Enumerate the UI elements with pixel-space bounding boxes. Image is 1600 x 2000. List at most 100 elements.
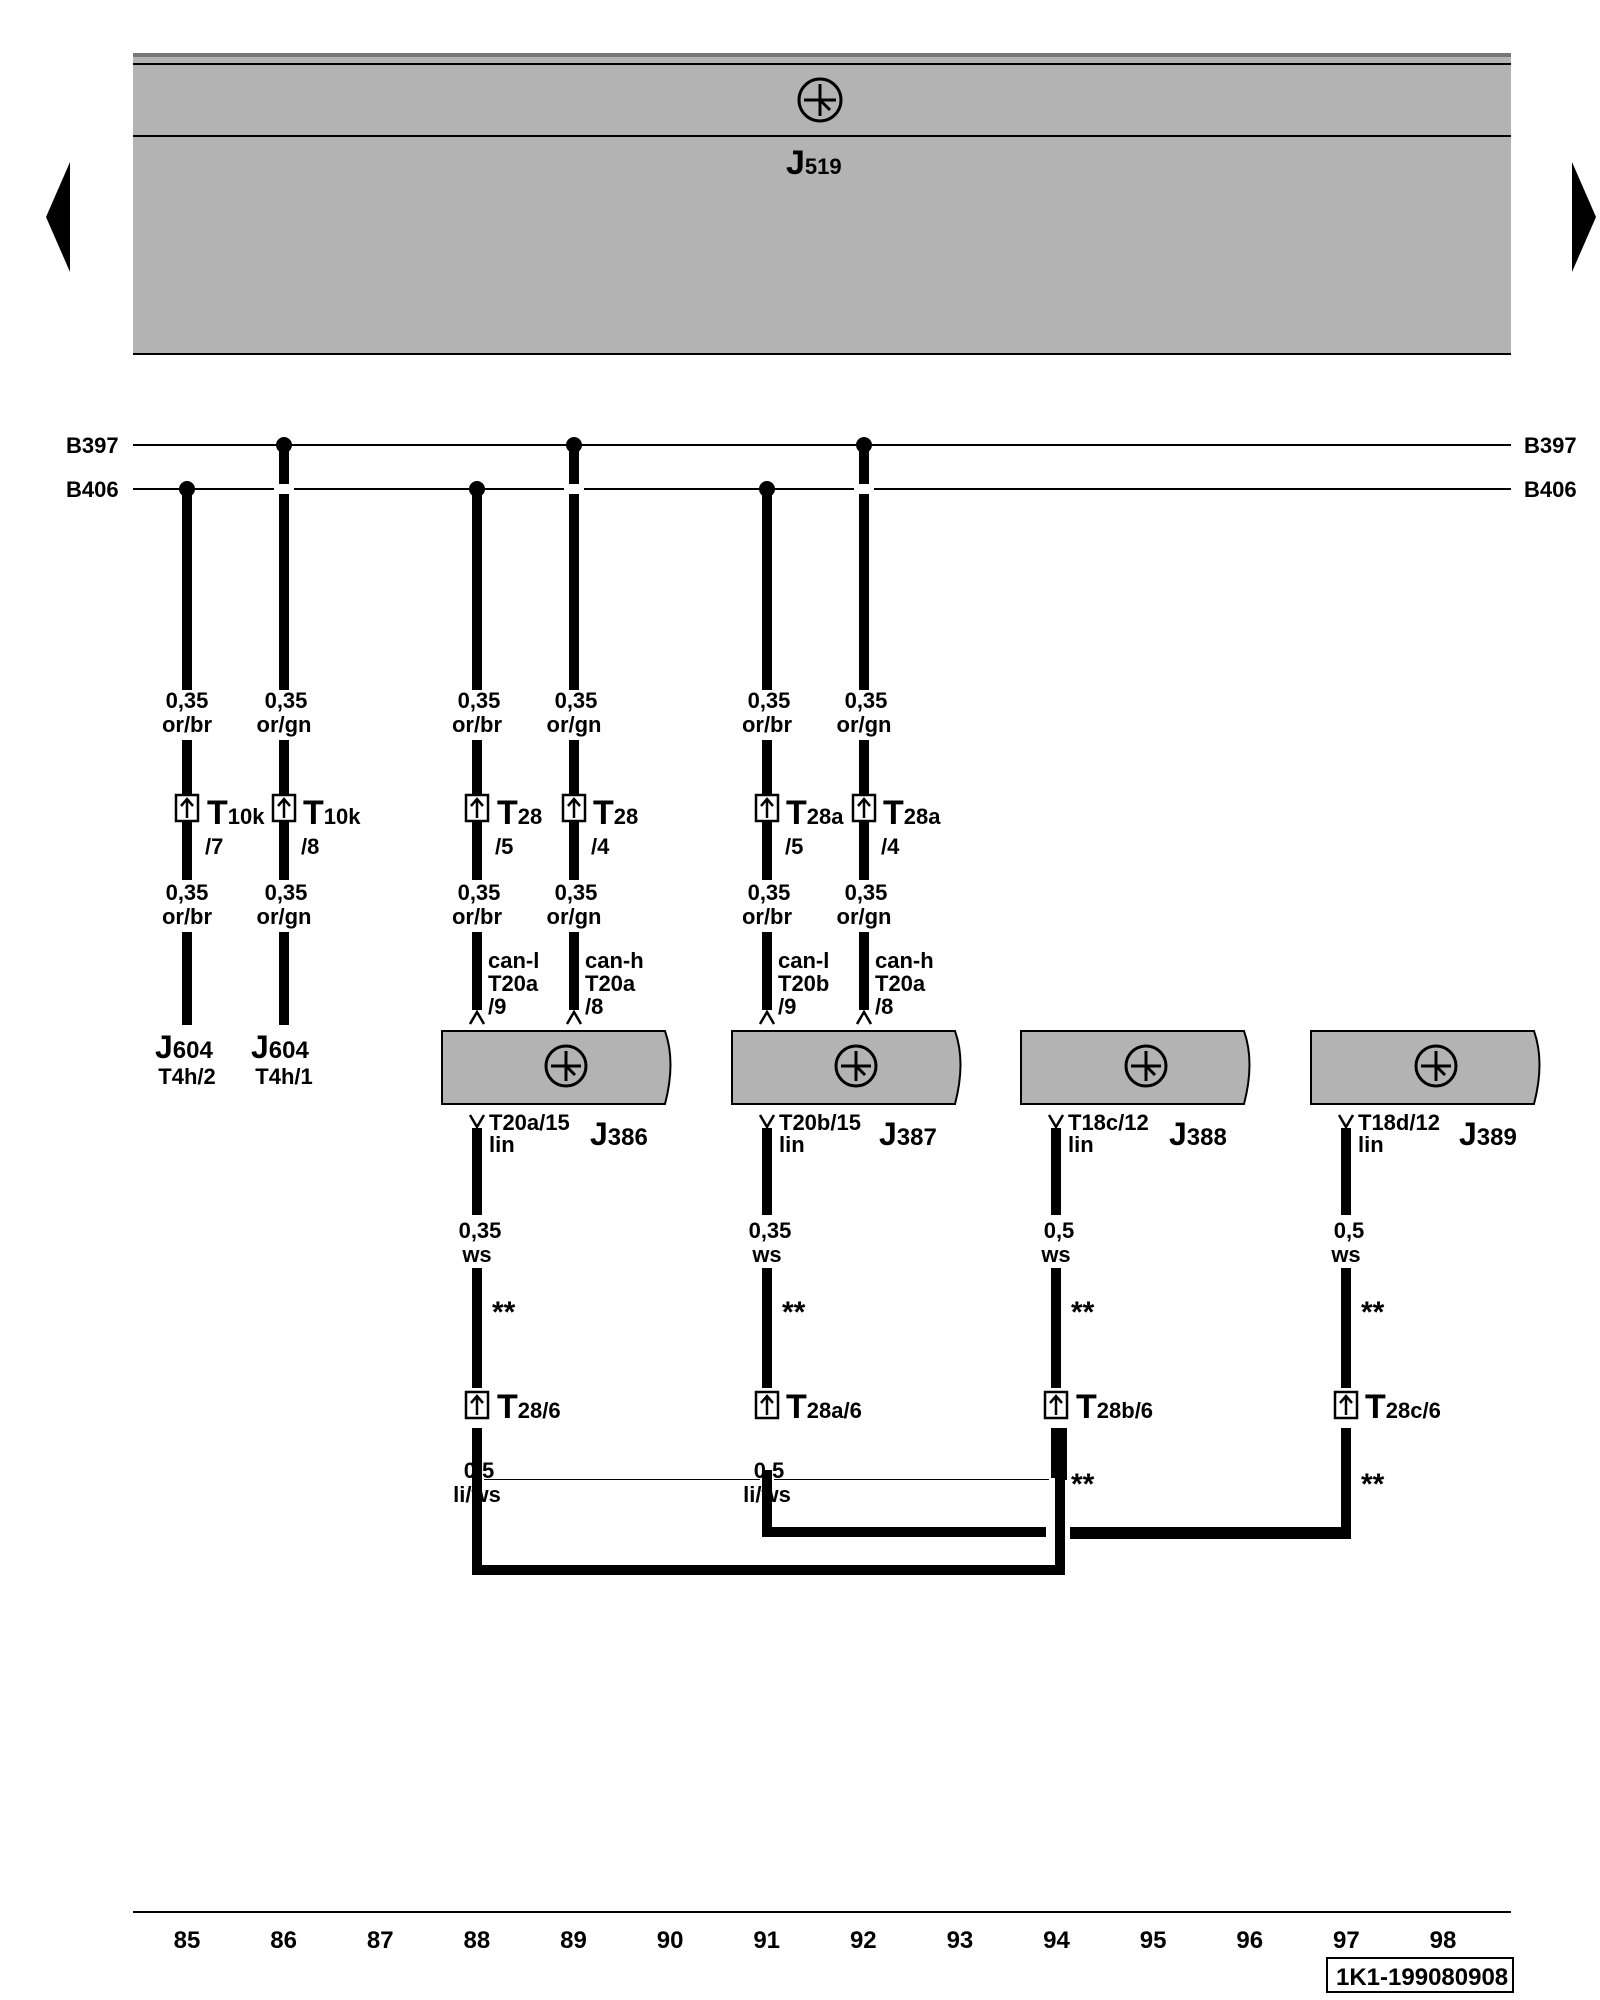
wire-gauge: 0,35 <box>555 688 598 713</box>
lin-wire-2: 0,5 ws ** T28b/6 ** <box>1040 1218 1153 1501</box>
connector-plug-icon <box>174 793 200 823</box>
connector-label: T28a/6 <box>786 1388 862 1426</box>
wire-gauge: 0,35 <box>749 1218 792 1243</box>
scale-number: 88 <box>463 1927 490 1954</box>
footnote-marker: ** <box>492 1296 516 1329</box>
connector-label: T28 <box>593 794 638 832</box>
module-j387 <box>731 1030 962 1105</box>
module-j388 <box>1020 1030 1251 1105</box>
module-id: J389 <box>1459 1116 1517 1152</box>
connector-pin: /7 <box>205 834 223 859</box>
wire-gauge: 0,35 <box>555 880 598 905</box>
control-unit-symbol-icon <box>1124 1044 1168 1088</box>
signal-connector: T20a <box>488 971 539 996</box>
wire-color: li/ws <box>453 1482 501 1507</box>
upper-wire-5: 0,35 or/gn T28a /4 0,35 or/gn can-h T20a… <box>837 688 942 1019</box>
module-pin: T20a/15 <box>489 1110 570 1135</box>
module-label-j388: T18c/12 lin J388 <box>1068 1110 1227 1157</box>
pin-arrows-out <box>468 1114 1355 1130</box>
scale-number: 85 <box>174 1927 201 1954</box>
module-pin-type: lin <box>489 1132 515 1157</box>
wire-color: ws <box>1330 1242 1360 1267</box>
scale-number: 93 <box>947 1927 974 1954</box>
module-pin: T18d/12 <box>1358 1110 1440 1135</box>
connector-pin: /8 <box>301 834 319 859</box>
next-page-arrow-icon[interactable] <box>1572 162 1596 272</box>
scale-number: 96 <box>1236 1927 1263 1954</box>
signal-connector: T20b <box>778 971 829 996</box>
module-j519: J519 <box>133 53 1511 355</box>
module-pin-type: lin <box>779 1132 805 1157</box>
signal-pin: /9 <box>778 994 796 1019</box>
footnote-marker: ** <box>1071 1296 1095 1329</box>
bus-lines: B397 B406 B397 B406 <box>66 433 1577 502</box>
signal-pin: /8 <box>585 994 603 1019</box>
wire-gauge: 0,5 <box>1044 1218 1075 1243</box>
signal-name: can-l <box>778 948 829 973</box>
connector-symbols <box>174 793 1359 1420</box>
module-id: J386 <box>590 1116 648 1152</box>
connector-label: T28/6 <box>497 1388 561 1426</box>
connector-label: T28a <box>883 794 941 832</box>
bus-b397-label-right: B397 <box>1524 433 1577 458</box>
connector-plug-icon <box>464 793 490 823</box>
connector-plug-icon <box>464 1390 490 1420</box>
upper-wire-0: 0,35 or/br T10k /7 0,35 or/br J604 T4h/2 <box>155 688 265 1089</box>
scale-number: 95 <box>1140 1927 1167 1954</box>
wire-gauge: 0,5 <box>464 1458 495 1483</box>
control-unit-symbol-icon <box>1414 1044 1458 1088</box>
footnote-marker: ** <box>1071 1468 1095 1501</box>
wire-gauge: 0,35 <box>166 880 209 905</box>
wire-gauge: 0,35 <box>748 880 791 905</box>
footnote-marker: ** <box>782 1296 806 1329</box>
control-unit-symbol-icon <box>834 1044 878 1088</box>
scale-number: 94 <box>1043 1927 1070 1954</box>
module-j389 <box>1310 1030 1541 1105</box>
wire-color: or/gn <box>837 904 892 929</box>
wire-gauge: 0,35 <box>459 1218 502 1243</box>
connector-plug-icon <box>271 793 297 823</box>
signal-name: can-h <box>875 948 934 973</box>
lin-wire-1: 0,35 ws ** T28a/6 0,5 li/ws <box>743 1218 862 1507</box>
bus-b397-label-left: B397 <box>66 433 119 458</box>
previous-page-arrow-icon[interactable] <box>46 162 70 272</box>
wire-color: ws <box>461 1242 491 1267</box>
harness-lines <box>472 1470 1351 1575</box>
scale-number: 90 <box>657 1927 684 1954</box>
doc-id: 1K1-199080908 <box>1336 1964 1508 1991</box>
module-pin: T20b/15 <box>779 1110 861 1135</box>
connector-label: T10k <box>303 794 361 832</box>
wire-gauge: 0,35 <box>166 688 209 713</box>
control-unit-symbol-icon <box>544 1044 588 1088</box>
module-pin-type: lin <box>1068 1132 1094 1157</box>
module-pin: T18c/12 <box>1068 1110 1149 1135</box>
endpoint-label: J604 <box>251 1029 309 1065</box>
wire-gauge: 0,5 <box>1334 1218 1365 1243</box>
wire-gauge: 0,35 <box>265 688 308 713</box>
module-label-j387: T20b/15 lin J387 <box>779 1110 937 1157</box>
module-j386 <box>441 1030 672 1105</box>
wire-color: or/gn <box>547 712 602 737</box>
upper-wires <box>182 445 869 690</box>
endpoint-pin: T4h/2 <box>158 1064 215 1089</box>
scale-number: 98 <box>1430 1927 1457 1954</box>
connector-pin: /4 <box>591 834 610 859</box>
footnote-marker: ** <box>1361 1296 1385 1329</box>
bus-b406-label-right: B406 <box>1524 477 1577 502</box>
connector-plug-icon <box>851 793 877 823</box>
bus-b406-label-left: B406 <box>66 477 119 502</box>
wire-color: or/br <box>452 904 503 929</box>
signal-name: can-l <box>488 948 539 973</box>
signal-name: can-h <box>585 948 644 973</box>
wire-color: or/br <box>452 712 503 737</box>
module-label-j389: T18d/12 lin J389 <box>1358 1110 1517 1157</box>
module-id: J387 <box>879 1116 937 1152</box>
connector-pin: /5 <box>785 834 803 859</box>
connector-label: T10k <box>207 794 265 832</box>
connector-plug-icon <box>1043 1390 1069 1420</box>
doc-id-box <box>1326 1957 1514 1993</box>
scale-number: 87 <box>367 1927 394 1954</box>
upper-wire-3: 0,35 or/gn T28 /4 0,35 or/gn can-h T20a … <box>547 688 644 1019</box>
